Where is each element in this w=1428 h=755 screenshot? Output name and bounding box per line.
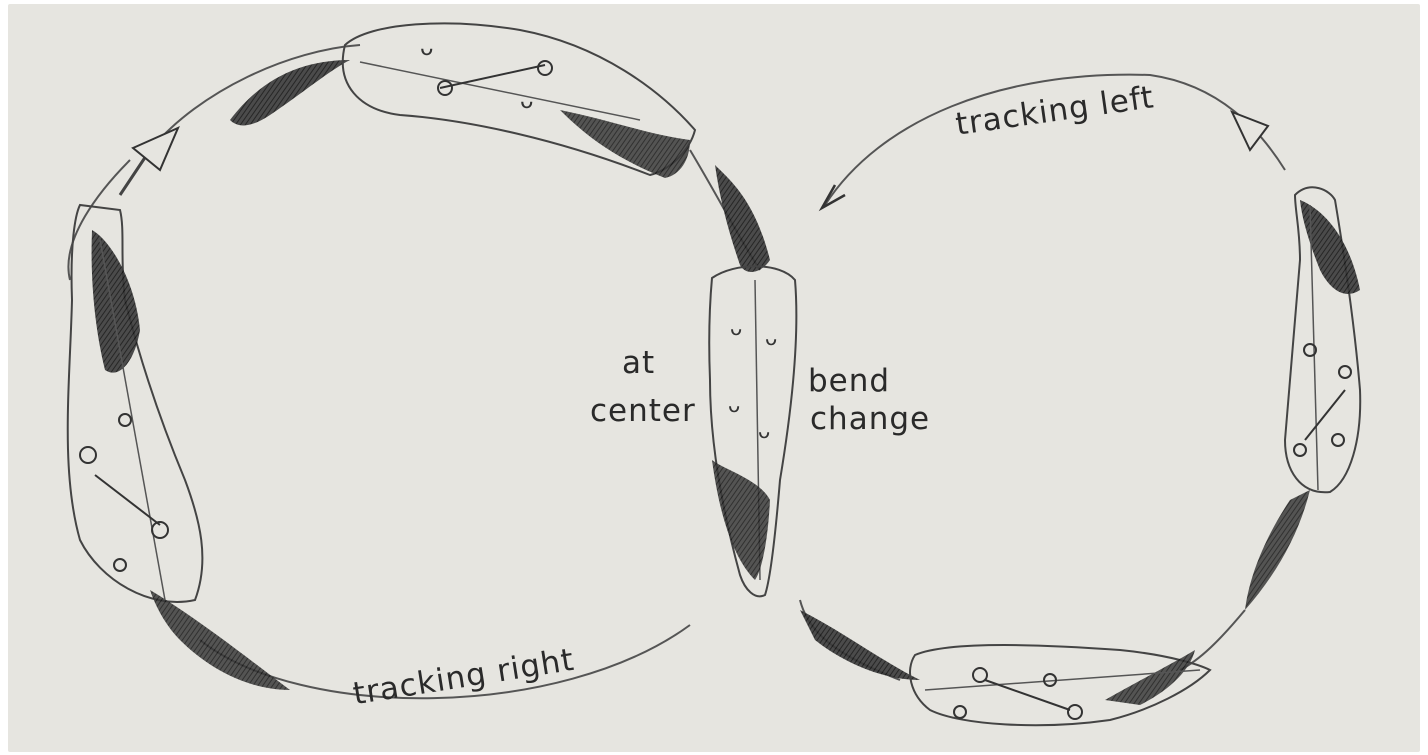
horse-center: ᴗ ᴗ ᴗ ᴗ	[709, 165, 796, 596]
horse-right-side	[1245, 187, 1360, 610]
at-center-label-line1: at	[622, 348, 655, 379]
svg-text:ᴗ: ᴗ	[420, 36, 433, 61]
horse-left-side	[68, 205, 290, 690]
horse-bottom-right	[800, 610, 1210, 725]
bend-change-label-line2: change	[810, 404, 930, 435]
svg-text:ᴗ: ᴗ	[765, 326, 777, 350]
svg-text:ᴗ: ᴗ	[730, 316, 742, 340]
svg-text:ᴗ: ᴗ	[728, 393, 740, 417]
at-center-label-line2: center	[590, 396, 696, 427]
bend-change-label-line1: bend	[808, 366, 890, 397]
horse-top-left: ᴗ ᴗ	[230, 23, 695, 178]
svg-text:ᴗ: ᴗ	[758, 419, 770, 443]
arrow-right-circle-icon	[1232, 112, 1268, 150]
svg-text:ᴗ: ᴗ	[520, 89, 533, 114]
